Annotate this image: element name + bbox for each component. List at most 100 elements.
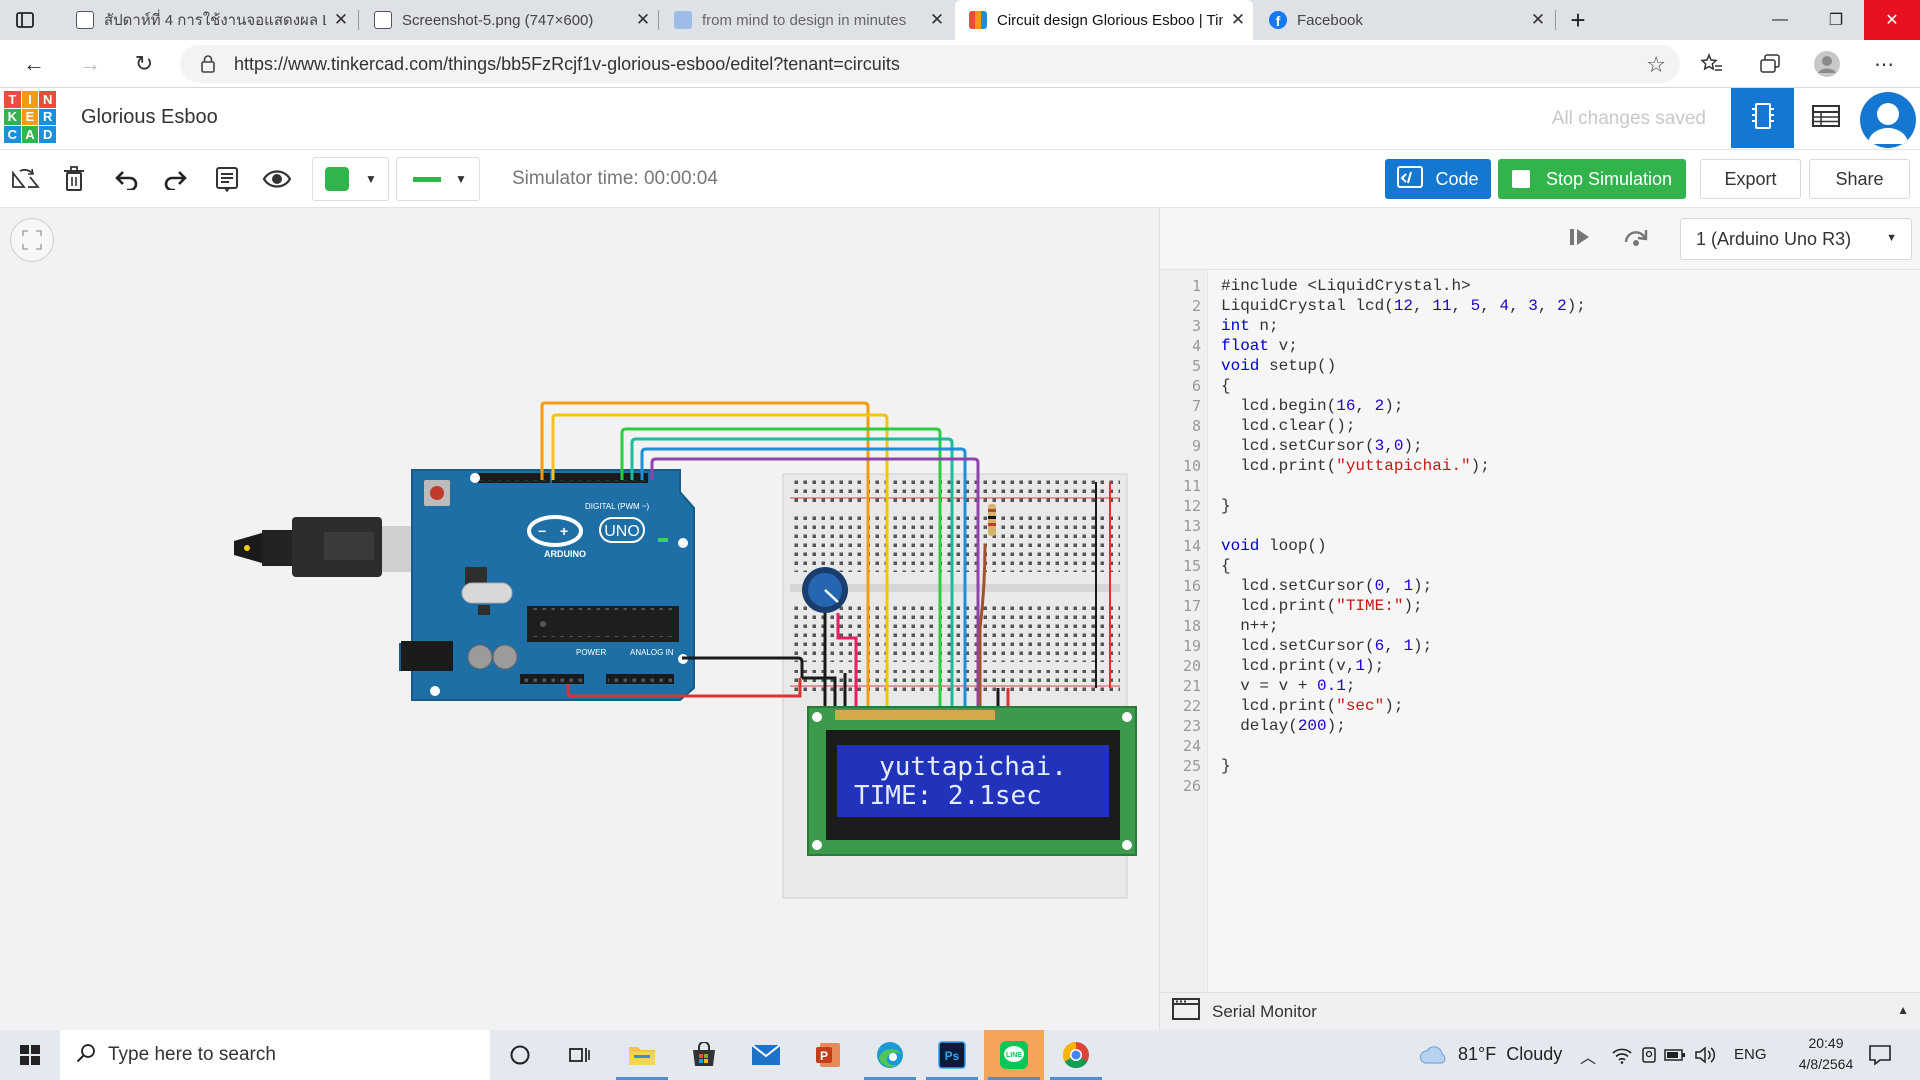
clock-date[interactable]: 4/8/2564 [1798,1056,1854,1072]
restore-icon[interactable]: ❐ [1828,12,1844,29]
chevron-up-icon[interactable]: ︿ [1580,1050,1597,1067]
notes-visibility-icon[interactable] [261,163,293,195]
photoshop-icon[interactable]: Ps [922,1030,982,1080]
lock-icon[interactable] [200,54,216,79]
volume-icon[interactable] [1694,1045,1716,1070]
serial-monitor-bar[interactable]: Serial Monitor ▲ [1160,992,1920,1030]
step-over-icon[interactable] [1622,226,1650,253]
code-line[interactable]: void loop() [1221,537,1327,555]
share-button[interactable]: Share [1809,159,1910,199]
code-line[interactable]: void setup() [1221,357,1337,375]
microsoft-store-icon[interactable] [674,1030,734,1080]
collections-icon[interactable] [1752,48,1788,80]
wifi-icon[interactable] [1612,1046,1632,1069]
code-line[interactable]: v = v + 0.1; [1221,677,1356,695]
code-line[interactable]: lcd.setCursor(3,0); [1221,437,1423,455]
new-tab-icon[interactable]: + [1570,4,1586,35]
step-forward-icon[interactable] [1568,226,1592,253]
code-line[interactable]: { [1221,377,1231,395]
window-close-icon[interactable]: ✕ [1864,0,1920,40]
meet-now-icon[interactable] [1640,1046,1658,1069]
line-app-icon[interactable]: LINE [984,1030,1044,1080]
code-line[interactable]: lcd.begin(16, 2); [1221,397,1404,415]
code-line[interactable]: { [1221,557,1231,575]
code-line[interactable]: lcd.print(v,1); [1221,657,1385,675]
project-name[interactable]: Glorious Esboo [81,106,218,128]
tab-actions-icon[interactable] [14,9,36,31]
notes-icon[interactable] [211,163,243,195]
back-arrow-icon[interactable]: ← [23,51,45,76]
minimize-icon[interactable]: — [1772,11,1788,28]
code-line[interactable]: } [1221,757,1231,775]
refresh-icon[interactable]: ↻ [134,51,154,76]
circuit-view-button[interactable] [1731,88,1794,148]
more-options-icon[interactable]: ⋯ [1874,53,1894,76]
task-view-icon[interactable] [550,1030,610,1080]
battery-icon[interactable] [1664,1048,1686,1067]
code-line[interactable]: lcd.print("sec"); [1221,697,1404,715]
add-favorite-star-icon[interactable]: ☆ [1646,52,1666,77]
stop-simulation-button[interactable]: Stop Simulation [1498,159,1686,199]
code-line[interactable]: lcd.clear(); [1221,417,1356,435]
close-icon[interactable]: ✕ [635,10,651,29]
weather-cloud-icon[interactable] [1418,1044,1448,1071]
microsoft-edge-icon[interactable] [860,1030,920,1080]
code-line[interactable]: #include <LiquidCrystal.h> [1221,277,1471,295]
browser-tab-1[interactable]: สัปดาห์ที่ 4 การใช้งานจอแสดงผล LCD ✕ [62,0,356,40]
arduino-uno-board[interactable]: DIGITAL (PWM ~) − + UNO ARDUINO POWER AN… [399,469,695,701]
powerpoint-icon[interactable]: P [798,1030,858,1080]
code-line[interactable]: delay(200); [1221,717,1346,735]
mail-icon[interactable] [736,1030,796,1080]
circuit-canvas[interactable]: DIGITAL (PWM ~) − + UNO ARDUINO POWER AN… [0,208,1159,1030]
close-icon[interactable]: ✕ [1230,10,1246,29]
board-select-dropdown[interactable]: 1 (Arduino Uno R3) ▼ [1680,218,1912,260]
code-line[interactable]: n++; [1221,617,1279,635]
browser-tab-4[interactable]: Circuit design Glorious Esboo | Tinkerca… [955,0,1253,40]
code-line[interactable]: } [1221,497,1231,515]
browser-tab-2[interactable]: Screenshot-5.png (747×600) ✕ [360,0,658,40]
code-line[interactable]: lcd.setCursor(6, 1); [1221,637,1433,655]
potentiometer[interactable] [802,567,848,613]
weather-text[interactable]: 81°F Cloudy [1458,1044,1563,1064]
input-language[interactable]: ENG [1734,1046,1767,1063]
close-icon[interactable]: ✕ [333,10,349,29]
user-avatar[interactable] [1860,92,1916,148]
notifications-icon[interactable] [1868,1044,1892,1071]
cortana-icon[interactable] [490,1030,550,1080]
browser-tab-3[interactable]: from mind to design in minutes ✕ [660,0,952,40]
color-dropdown[interactable]: ▼ [312,157,389,201]
code-line[interactable]: LiquidCrystal lcd(12, 11, 5, 4, 3, 2); [1221,297,1586,315]
chrome-icon[interactable] [1046,1030,1106,1080]
wires[interactable] [540,401,1010,713]
chevron-up-icon[interactable]: ▲ [1897,1003,1909,1017]
taskbar-search-box[interactable]: Type here to search [60,1030,490,1080]
code-button[interactable]: Code [1385,159,1491,199]
fit-view-icon[interactable] [10,218,54,262]
rotate-icon[interactable] [9,163,41,195]
code-line[interactable]: float v; [1221,337,1298,355]
export-button[interactable]: Export [1700,159,1801,199]
url-field[interactable]: https://www.tinkercad.com/things/bb5FzRc… [180,45,1680,83]
close-icon[interactable]: ✕ [1530,10,1546,29]
favorites-icon[interactable] [1694,48,1730,80]
profile-avatar-icon[interactable] [1809,48,1845,80]
code-line[interactable]: lcd.setCursor(0, 1); [1221,577,1433,595]
browser-tab-5[interactable]: f Facebook ✕ [1255,0,1553,40]
undo-icon[interactable] [110,163,142,195]
wire-type-dropdown[interactable]: ▼ [396,157,480,201]
resistor[interactable] [988,504,996,536]
file-explorer-icon[interactable] [612,1030,672,1080]
trash-icon[interactable] [58,163,90,195]
lcd-16x2-module[interactable]: yuttapichai. TIME: 2.1sec [807,706,1137,856]
tinkercad-logo[interactable]: T I N K E R C A D [4,91,56,143]
clock-time[interactable]: 20:49 [1808,1035,1844,1051]
code-line[interactable]: lcd.print("yuttapichai."); [1221,457,1490,475]
windows-start-icon[interactable] [0,1030,60,1080]
component-list-view-button[interactable] [1794,88,1857,148]
close-icon[interactable]: ✕ [929,10,945,29]
code-line[interactable]: int n; [1221,317,1279,335]
redo-icon[interactable] [160,163,192,195]
logo-letter: T [4,91,21,108]
code-line[interactable]: lcd.print("TIME:"); [1221,597,1423,615]
forward-arrow-icon[interactable]: → [79,51,101,76]
